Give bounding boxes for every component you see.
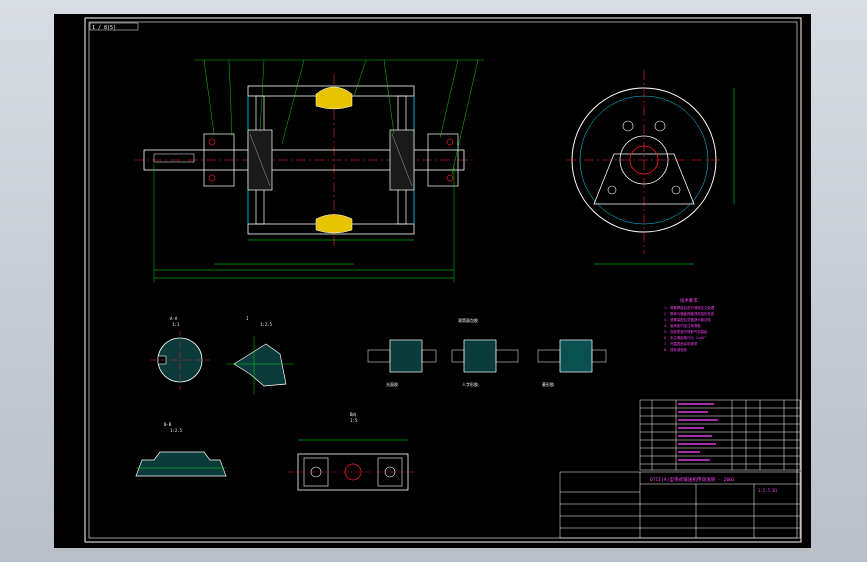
lagging-smooth: 光面胶: [367, 339, 437, 387]
tech-note-line: 3. 滚筒装配后须做静平衡试验: [664, 317, 711, 322]
tech-note-line: 7. 外露表面涂防锈漆: [664, 341, 698, 346]
detail-label: I: [246, 316, 249, 321]
section-scale-shaft: 1:1: [172, 322, 180, 327]
detail-I: I 1:2.5: [226, 316, 294, 394]
shaft: [143, 149, 465, 171]
pulley-end-view: [566, 70, 735, 265]
rubber-scale: 1:2.5: [170, 428, 183, 433]
parts-list: [639, 399, 801, 471]
bearing-base-plate: [297, 453, 409, 491]
bearing-view-scale: 1:5: [350, 418, 358, 423]
sheet-info: 1:2.5 B1: [758, 488, 778, 493]
lagging-c-label: 菱形胶: [542, 381, 554, 387]
drawing-border: [84, 17, 802, 543]
lagging-top: [315, 86, 353, 110]
tech-note-line: 1. 滚筒焊接后进行消除应力处理: [664, 305, 715, 310]
drawing-title: DTII(A)型带式输送机传动滚筒 - 2002: [650, 476, 735, 483]
title-block: [559, 471, 801, 539]
lagging-title: 滚筒面包胶: [458, 317, 478, 323]
part-leaders: [194, 59, 484, 175]
drawing-inner-border: [88, 21, 798, 539]
bearing-view-label: B向: [350, 411, 356, 417]
tech-notes-title: 技术要求: [680, 297, 698, 304]
lagging-bottom: [315, 214, 353, 234]
bearing-view: B向 1:5: [288, 411, 418, 491]
tech-note-line: 2. 筒体与辐板焊缝须经探伤检查: [664, 311, 715, 316]
keyway: [153, 153, 195, 163]
lagging-diamond: 菱形胶: [537, 339, 607, 387]
lagging-a-label: 光面胶: [386, 381, 398, 387]
bearing-seat-base: [593, 153, 695, 205]
lagging-b-label: 人字形胶: [462, 381, 478, 387]
technical-notes: 技术要求 1. 滚筒焊接后进行消除应力处理 2. 筒体与辐板焊缝须经探伤检查 3…: [664, 297, 715, 352]
corner-tag-box: [89, 22, 139, 31]
detail-weld-profile: [233, 343, 287, 387]
cad-drawing: 1 / 8(5): [84, 17, 802, 543]
drawing-viewport[interactable]: 1 / 8(5): [54, 14, 811, 548]
rubber-profile: [135, 451, 227, 477]
pulley-section-view: [134, 59, 484, 282]
section-shaft: A-A 1:1: [150, 316, 210, 390]
detail-scale: 1:2.5: [260, 322, 273, 327]
section-label-shaft: A-A: [170, 316, 178, 321]
tech-note-line: 8. 按标准验收: [664, 347, 688, 352]
bearing-housing-right: [427, 133, 459, 187]
corner-tag: 1 / 8(5): [92, 25, 116, 31]
lagging-herringbone: 人字形胶: [451, 339, 519, 387]
parts-list-text-marks: [678, 403, 718, 461]
tech-note-line: 6. 未注明倒角均为 2x45°: [664, 335, 706, 340]
rubber-section: B-B 1:2.5: [135, 422, 227, 477]
bearing-housing-left: [203, 133, 235, 187]
tech-note-line: 5. 包胶表面不得有气泡裂纹: [664, 329, 708, 334]
rubber-label: B-B: [164, 422, 172, 427]
tech-note-line: 4. 轴承座内加注润滑脂: [664, 323, 701, 328]
lagging-types: 滚筒面包胶 光面胶 人字形胶 菱形胶: [367, 317, 607, 387]
